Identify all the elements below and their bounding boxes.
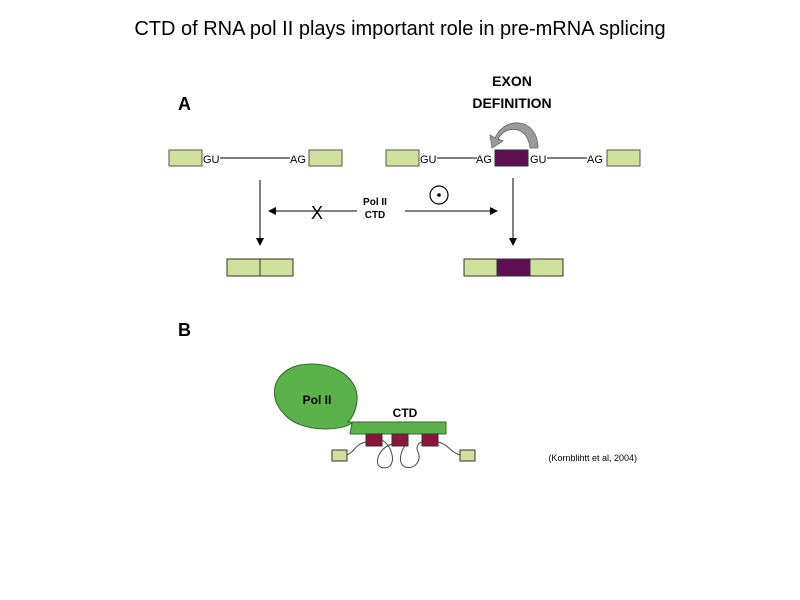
exon-box [385,149,420,167]
enhancement-icon [429,185,449,205]
panel-a-label: A [178,94,191,114]
rna-strand [346,439,461,469]
acceptor-site-label: AG [476,154,492,166]
exon-box [331,449,348,462]
donor-site-label: GU [203,154,220,166]
exon-box [459,449,476,462]
splicing-factor-box [365,433,383,447]
mrna-exon-box [463,258,498,277]
panel-b-label: B [178,320,191,340]
exon-box [168,149,203,167]
exon-definition-line2: DEFINITION [472,95,551,111]
exon-box [308,149,343,167]
splicing-factor-box [391,433,409,447]
mrna-exon-box [226,258,261,277]
arrowhead-icon [490,207,498,215]
donor-site-label: GU [420,154,437,166]
arrowhead-icon [509,238,517,246]
pol-ii-ctd-label-line1: Pol II [363,197,387,208]
arrowhead-icon [256,238,264,246]
exon-definition-line1: EXON [492,73,532,89]
pol-ii-ctd-label-line2: CTD [365,210,386,221]
acceptor-site-label: AG [290,154,306,166]
pol-ii-label: Pol II [303,393,332,407]
citation: (Kornblihtt et al, 2004) [548,453,637,463]
splicing-factor-box [421,433,439,447]
mrna-exon-box [259,258,294,277]
enhancement-dot-icon [437,193,441,197]
ctd-label: CTD [393,406,418,420]
acceptor-site-label: AG [587,154,603,166]
mrna-alt-exon-box [496,258,531,277]
alternative-exon-box [494,149,529,167]
donor-site-label: GU [530,154,547,166]
exon-box [606,149,641,167]
blocked-mark: X [311,203,323,223]
pol-ii-shape [273,363,447,435]
mrna-exon-box [529,258,564,277]
exon-definition-arrow-icon [489,122,539,149]
arrowhead-icon [268,207,276,215]
slide-title: CTD of RNA pol II plays important role i… [134,18,666,40]
